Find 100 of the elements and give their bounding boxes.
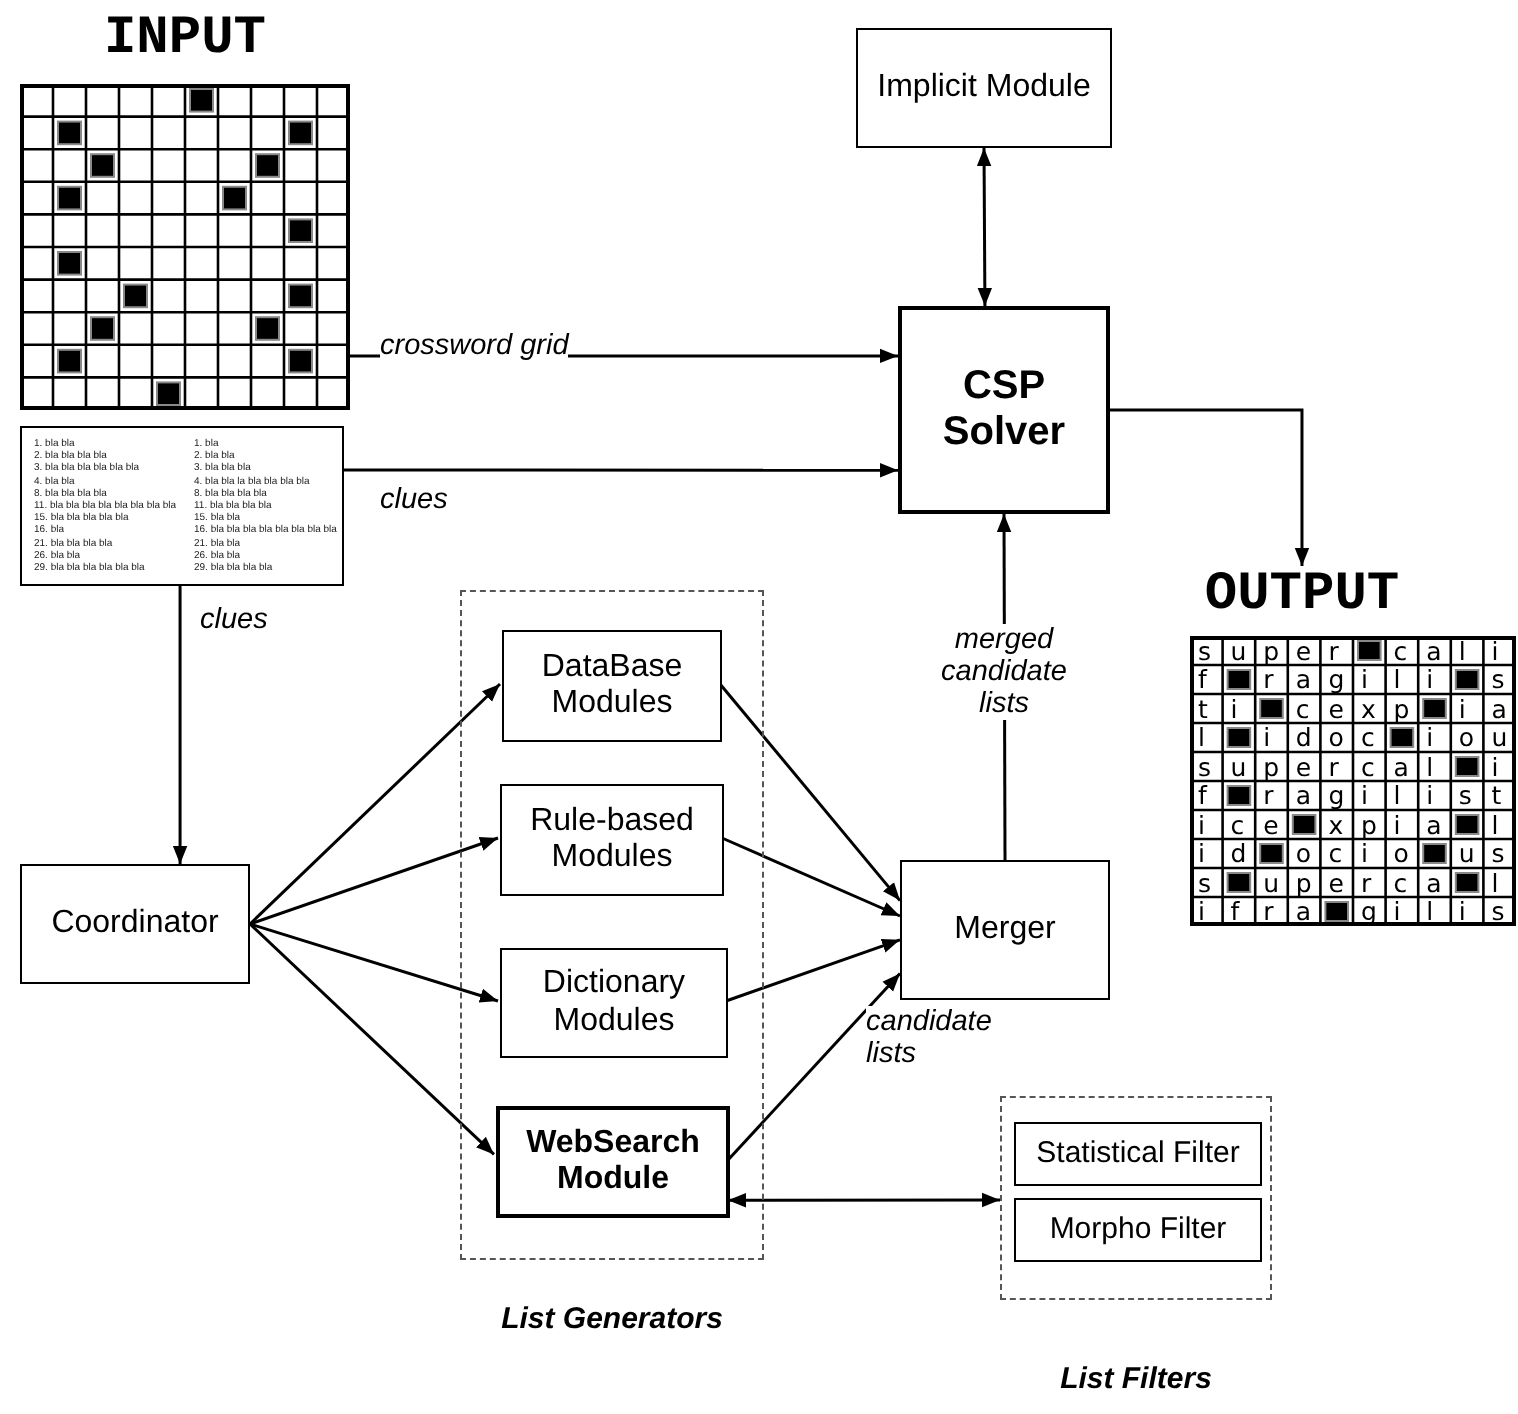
grid-letter: i [1393,811,1401,839]
grid-letter: e [1328,695,1344,723]
grid-letter: i [1426,782,1434,810]
grid-letter: i [1361,840,1368,868]
grid-letter: e [1263,811,1279,839]
grid-letter: u [1230,637,1247,665]
grid-letter: a [1295,898,1312,926]
grid-letter: p [1361,811,1377,839]
grid-letter: a [1295,782,1312,810]
grid-letter: c [1393,637,1408,665]
grid-letter: l [1393,666,1401,694]
process-box: Coordinator [20,864,250,984]
grid-letter: s [1198,869,1212,897]
grid-letter: c [1393,869,1408,897]
grid-letter: o [1458,724,1475,752]
group-heading: List Filters [1060,1362,1212,1396]
grid-letter: i [1198,811,1205,839]
arrow [172,586,188,864]
grid-letter: l [1458,637,1466,665]
grid-letter: t [1198,695,1208,723]
arrow [728,1192,1000,1208]
grid-letter: i [1198,840,1205,868]
grid-letter: r [1263,898,1274,926]
grid-letter: r [1263,666,1274,694]
grid-letter: p [1263,753,1280,781]
grid-letter: i [1491,637,1499,665]
grid-letter: u [1263,869,1280,897]
grid-letter: g [1328,782,1345,810]
grid-letter: c [1328,840,1343,868]
grid-letter: s [1491,666,1505,694]
grid-letter: x [1361,695,1376,723]
edge-label: crossword grid [380,330,569,362]
input-heading: INPUT [101,10,268,70]
arrow [248,922,496,1156]
grid-letter: i [1458,695,1466,723]
arrow [726,972,902,1161]
grid-letter: u [1491,724,1508,752]
grid-letter: l [1198,724,1205,752]
grid-letter: a [1426,869,1442,897]
grid-letter: c [1295,695,1310,723]
arrow [976,148,992,306]
grid-letter: o [1328,724,1344,752]
grid-letter: i [1230,695,1238,723]
grid-letter: i [1491,753,1499,781]
process-box: DataBase Modules [502,630,722,742]
process-box: CSP Solver [898,306,1110,514]
arrow [344,463,898,478]
grid-letter: i [1426,666,1434,694]
grid-letter: r [1328,637,1339,665]
arrow [725,938,901,1003]
arrow [249,922,499,1003]
grid-letter: e [1295,753,1312,781]
grid-letter: p [1263,637,1280,665]
grid-letter: d [1230,840,1247,868]
grid-letter: i [1198,898,1205,926]
grid-letter: f [1198,782,1207,810]
grid-letter: s [1491,840,1505,868]
grid-letter: l [1426,898,1434,926]
grid-letter: i [1361,782,1368,810]
clue-list-card [20,426,344,586]
grid-letter: e [1328,869,1344,897]
grid-letter: l [1491,869,1499,897]
grid-letter: a [1426,637,1442,665]
grid-letter: r [1263,782,1274,810]
grid-letter: i [1458,898,1466,926]
arrow [1110,408,1310,566]
grid-letter: l [1393,782,1401,810]
process-box: Morpho Filter [1014,1198,1262,1262]
grid-letter: c [1361,753,1375,781]
process-box: Statistical Filter [1014,1122,1262,1186]
grid-letter: l [1491,811,1499,839]
grid-letter: f [1198,666,1207,694]
grid-letter: a [1426,811,1442,839]
grid-letter: a [1491,695,1507,723]
process-box: Dictionary Modules [500,948,728,1058]
grid-letter: s [1458,782,1472,810]
grid-letter: s [1198,637,1212,665]
arrow [718,683,902,902]
grid-letter: u [1458,840,1475,868]
grid-letter: f [1230,898,1240,926]
grid-letter: l [1426,753,1434,781]
process-box: WebSearch Module [496,1106,730,1218]
arrow [721,836,901,918]
grid-letter: c [1230,811,1245,839]
grid-letter: p [1393,695,1410,723]
output-heading: OUTPUT [1202,566,1402,626]
grid-letter: c [1361,724,1375,752]
arrow [249,836,499,926]
arrow [248,682,502,926]
process-box: Rule-based Modules [500,784,724,896]
group-heading: List Generators [501,1302,723,1336]
process-box: Merger [900,860,1110,1000]
grid-letter: e [1295,637,1312,665]
grid-letter: a [1295,666,1312,694]
grid-letter: i [1426,724,1434,752]
grid-letter: s [1491,898,1505,926]
grid-letter: a [1393,753,1409,781]
grid-letter: d [1295,724,1312,752]
grid-letter: r [1361,869,1372,897]
grid-letter: s [1198,753,1212,781]
